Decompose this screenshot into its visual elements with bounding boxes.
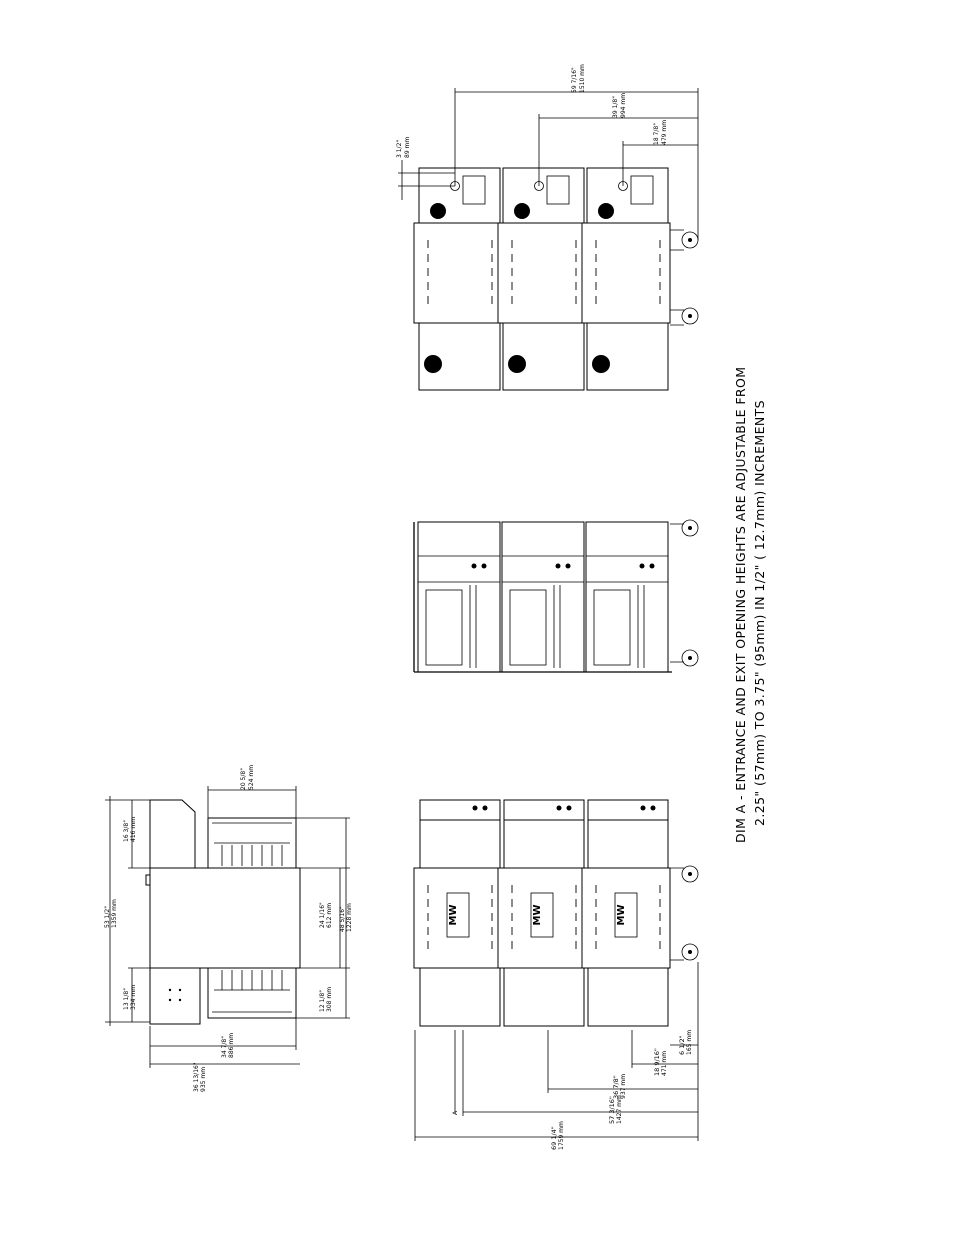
logo-text: MW	[532, 905, 543, 926]
caster-icon	[670, 519, 699, 667]
logo-text: MW	[448, 905, 459, 926]
top-view-oven-3	[581, 167, 671, 391]
dim-front-small-metric: 165 mm	[686, 1030, 693, 1055]
fan-icon	[508, 355, 526, 373]
fan-icon	[424, 355, 442, 373]
top-view-oven-2	[497, 167, 587, 391]
front-view-oven-2: MW	[497, 799, 587, 1027]
front-view-oven-1: MW	[413, 799, 503, 1027]
dim-top-right-metric: 479 mm	[661, 120, 668, 145]
dim-side-bottom-b-metric: 935 mm	[200, 1067, 207, 1092]
dim-side-right-imperial: 48 5/16"	[339, 906, 346, 932]
dim-front-small-imperial: 6 1/2"	[678, 1035, 686, 1055]
fan-icon	[598, 203, 614, 219]
dim-side-upper-imperial: 16 3/8"	[123, 820, 130, 842]
dim-top-right-imperial: 18 7/8"	[653, 123, 660, 145]
fan-icon	[430, 203, 446, 219]
dim-top-middle-metric: 994 mm	[620, 93, 627, 118]
dim-side-upper-metric: 416 mm	[130, 817, 137, 842]
dim-side-height-imperial: 53 1/2"	[104, 906, 111, 928]
end-view-oven-1	[417, 521, 501, 673]
front-view-oven-3: MW	[581, 799, 671, 1027]
dim-side-lower-metric: 334 mm	[130, 985, 137, 1010]
note-line-2: 2.25" (57mm) TO 3.75" (95mm) IN 1/2" ( 1…	[752, 400, 767, 826]
dim-top-offset-imperial: 3 1/2"	[396, 140, 403, 158]
dim-side-bottom-a-metric: 886 mm	[228, 1033, 235, 1058]
dim-front-b-imperial: 36 7/8"	[612, 1075, 620, 1099]
logo-text: MW	[616, 905, 627, 926]
dim-front-b-metric: 937 mm	[620, 1074, 627, 1099]
fan-icon	[514, 203, 530, 219]
dim-side-mid-imperial: 24 1/16"	[319, 902, 326, 928]
caster-icon	[670, 865, 699, 961]
dim-side-height-metric: 1359 mm	[111, 899, 118, 928]
dim-front-c-imperial: 57 3/16"	[608, 1096, 616, 1124]
dim-a-note: DIM A - ENTRANCE AND EXIT OPENING HEIGHT…	[733, 367, 767, 843]
dim-side-top-width-imperial: 20 5/8"	[240, 768, 247, 790]
dim-side-low-mid-imperial: 12 1/8"	[319, 990, 326, 1012]
fan-icon	[592, 355, 610, 373]
dim-a-label: A	[452, 1110, 459, 1115]
end-view-oven-3	[585, 521, 669, 673]
caster-icon	[670, 229, 699, 326]
side-view: 20 5/8" 524 mm 16 3/8" 416 mm 53 1/2" 13…	[104, 765, 353, 1092]
front-view: MW MW MW	[413, 799, 699, 1150]
dim-side-bottom-a-imperial: 34 7/8"	[221, 1036, 228, 1058]
dim-side-right-metric: 1228 mm	[346, 903, 353, 932]
end-view-oven-2	[501, 521, 585, 673]
dim-front-a-metric: 471 mm	[661, 1051, 668, 1076]
dim-side-lower-imperial: 13 1/8"	[123, 988, 130, 1010]
dim-front-c-metric: 1427 mm	[616, 1095, 623, 1124]
dim-side-top-width-metric: 524 mm	[248, 765, 255, 790]
dim-side-low-mid-metric: 308 mm	[326, 987, 333, 1012]
top-view: 59 7/16" 1510 mm 39 1/8" 994 mm 18 7/8" …	[396, 64, 699, 391]
dim-front-a-imperial: 18 9/16"	[653, 1048, 661, 1076]
dim-top-overall-metric: 1510 mm	[579, 64, 586, 93]
dim-front-overall-imperial: 69 1/4"	[550, 1126, 558, 1150]
dim-top-overall-imperial: 59 7/16"	[571, 67, 578, 93]
end-view	[413, 519, 699, 673]
note-line-1: DIM A - ENTRANCE AND EXIT OPENING HEIGHT…	[733, 367, 748, 843]
top-view-oven-1	[413, 167, 503, 391]
dim-top-middle-imperial: 39 1/8"	[612, 96, 619, 118]
dim-front-overall-metric: 1759 mm	[558, 1121, 565, 1150]
dim-top-offset-metric: 89 mm	[404, 137, 411, 158]
dim-side-bottom-b-imperial: 36 13/16"	[193, 1062, 200, 1092]
dim-side-mid-metric: 612 mm	[326, 903, 333, 928]
